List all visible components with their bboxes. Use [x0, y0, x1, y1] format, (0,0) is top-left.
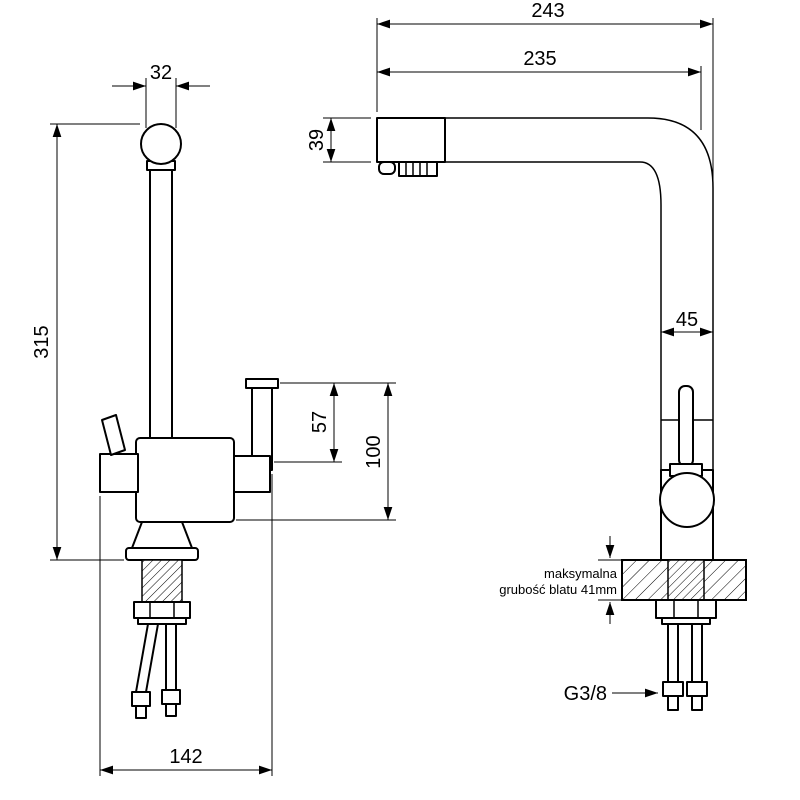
dim-filter-spout: 57 [274, 382, 396, 463]
side-cartridge-ball [659, 472, 715, 528]
front-hose-left [135, 623, 159, 693]
countertop-note-line1: maksymalna [544, 566, 618, 581]
dim-total-depth: 243 [376, 0, 714, 182]
side-hose-left-fitting [662, 681, 684, 697]
front-threaded-shank [141, 559, 183, 603]
front-handle-lever [101, 414, 126, 456]
front-spout-pipe [149, 169, 173, 443]
dim-spout-width: 32 [112, 62, 210, 128]
front-washer [137, 617, 187, 625]
side-washer [661, 617, 711, 625]
side-mounting-nut [655, 599, 717, 619]
front-filter-spout-cap [245, 378, 279, 389]
front-hose-right [165, 623, 177, 691]
dim-total-height: 315 [31, 123, 140, 561]
front-body-cone [131, 521, 193, 549]
side-aerator [398, 161, 438, 177]
dim-spout-tip: 39 [306, 117, 371, 163]
front-hose-left-fitting [131, 691, 151, 707]
side-hose-left-nipple [667, 695, 679, 711]
side-hose-left [667, 623, 679, 683]
front-body [135, 437, 235, 523]
dim-spout-width-label: 32 [150, 62, 172, 84]
dim-spout-reach-label: 235 [523, 48, 556, 70]
dim-column: 45 [661, 309, 713, 337]
side-threaded-shank [667, 559, 705, 601]
front-hose-left-nipple [135, 705, 147, 719]
dim-total-depth-label: 243 [531, 0, 564, 22]
thread-callout: G3/8 [564, 683, 658, 705]
side-spout-head [376, 117, 446, 163]
front-handle-boss [99, 453, 139, 493]
dim-total-height-label: 315 [31, 325, 53, 358]
front-hose-right-nipple [165, 703, 177, 717]
dim-overall-width-label: 142 [169, 746, 202, 768]
front-base-flange [125, 547, 199, 561]
countertop-note: maksymalna grubość blatu 41mm [499, 536, 621, 624]
front-mounting-nut [133, 601, 191, 619]
side-spout-inner-edge [445, 161, 662, 470]
side-handle-lever [678, 385, 694, 467]
side-hose-right [691, 623, 703, 683]
thread-callout-label: G3/8 [564, 683, 607, 705]
front-view-faucet [99, 123, 279, 719]
dim-overall-width: 142 [99, 474, 273, 776]
front-spout-cap-sphere [140, 123, 182, 165]
front-hose-right-fitting [161, 689, 181, 705]
dim-filter-spout-label: 57 [309, 411, 331, 433]
dim-spout-tip-label: 39 [306, 129, 328, 151]
side-view-dimensions: 243 235 39 45 maksymalna grubość blatu 4 [306, 0, 714, 705]
dim-filter-drop: 100 [236, 383, 396, 521]
side-view-faucet [376, 117, 747, 711]
dim-column-label: 45 [676, 309, 698, 331]
side-hose-right-nipple [691, 695, 703, 711]
side-hose-right-fitting [686, 681, 708, 697]
side-diverter-knob [378, 161, 396, 175]
front-view-dimensions: 32 315 142 57 100 [31, 62, 396, 776]
countertop-note-line2: grubość blatu 41mm [499, 582, 617, 597]
dim-filter-drop-label: 100 [363, 435, 385, 468]
dim-spout-reach: 235 [377, 48, 702, 130]
